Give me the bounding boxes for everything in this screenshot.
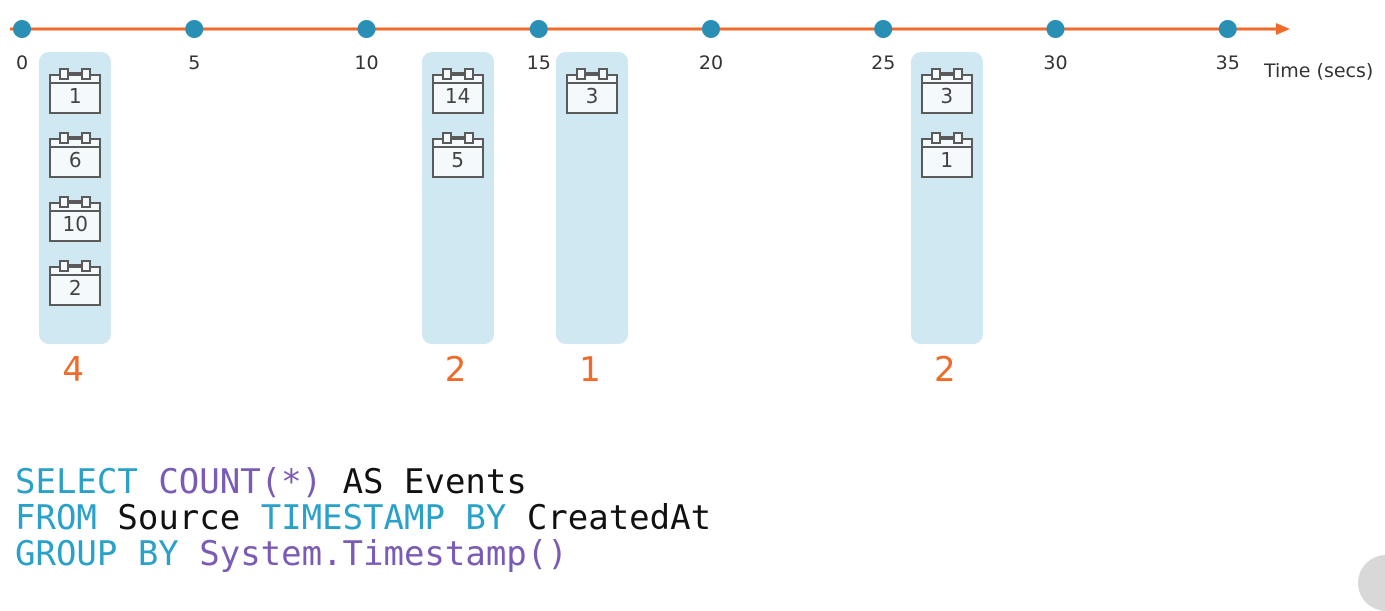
calendar-event-icon: 10 bbox=[49, 194, 102, 242]
timeline-dot-3 bbox=[529, 20, 548, 38]
tick-label-5: 25 bbox=[871, 52, 896, 74]
timeline-dot-7 bbox=[1218, 20, 1237, 38]
keyword-from: FROM bbox=[15, 498, 97, 538]
event-value: 6 bbox=[68, 148, 82, 172]
keyword-group-by: GROUP BY bbox=[15, 534, 179, 574]
keyword-as: AS bbox=[342, 462, 384, 502]
event-value: 3 bbox=[585, 84, 599, 108]
event-value: 14 bbox=[444, 84, 471, 108]
calendar-event-icon: 5 bbox=[431, 130, 484, 178]
axis-label: Time (secs) bbox=[1264, 60, 1374, 82]
calendar-event-icon: 3 bbox=[920, 66, 973, 114]
timeline-dot-0 bbox=[13, 20, 31, 38]
tick-label-2: 10 bbox=[354, 52, 379, 74]
event-value: 5 bbox=[451, 148, 464, 172]
event-window-1: 14 5 bbox=[421, 52, 494, 344]
tick-label-6: 30 bbox=[1043, 52, 1068, 74]
tick-label-1: 5 bbox=[188, 52, 201, 74]
identifier-source: Source bbox=[117, 498, 241, 538]
calendar-event-icon: 6 bbox=[49, 130, 102, 178]
tick-label-4: 20 bbox=[698, 52, 724, 74]
timeline-dot-2 bbox=[357, 20, 376, 38]
event-window-0: 1 6 10 2 bbox=[39, 52, 112, 344]
calendar-event-icon: 1 bbox=[49, 66, 102, 114]
keyword-select: SELECT bbox=[15, 462, 138, 502]
window-count-0: 4 bbox=[62, 350, 85, 390]
presenter-logo-icon bbox=[1358, 555, 1385, 611]
tick-label-0: 0 bbox=[15, 52, 29, 74]
calendar-event-icon: 3 bbox=[565, 66, 618, 114]
keyword-timestamp-by: TIMESTAMP BY bbox=[260, 498, 507, 538]
timeline-axis bbox=[10, 20, 1290, 38]
query-code: SELECT COUNT(*) AS Events FROM Source TI… bbox=[15, 464, 711, 572]
timeline-dot-6 bbox=[1046, 20, 1065, 38]
event-value: 1 bbox=[68, 84, 82, 108]
function-system-timestamp: System.Timestamp() bbox=[199, 534, 568, 574]
axis-arrow bbox=[1276, 23, 1290, 35]
tick-label-3: 15 bbox=[526, 52, 551, 74]
alias-events: Events bbox=[404, 462, 527, 502]
window-count-2: 1 bbox=[579, 350, 601, 390]
event-value: 3 bbox=[940, 84, 954, 108]
calendar-event-icon: 14 bbox=[431, 66, 484, 114]
function-count: COUNT(*) bbox=[158, 462, 323, 502]
timeline-dot-4 bbox=[702, 20, 720, 38]
timeline-dot-5 bbox=[874, 20, 893, 38]
tick-label-7: 35 bbox=[1215, 52, 1240, 74]
event-window-2: 3 bbox=[555, 52, 628, 344]
calendar-event-icon: 1 bbox=[920, 130, 973, 178]
calendar-event-icon: 2 bbox=[49, 258, 102, 306]
event-value: 2 bbox=[68, 276, 82, 300]
event-value: 1 bbox=[940, 148, 954, 172]
event-value: 10 bbox=[62, 212, 88, 236]
timeline-dot-1 bbox=[185, 20, 204, 38]
identifier-createdat: CreatedAt bbox=[526, 498, 712, 538]
window-count-3: 2 bbox=[933, 350, 956, 390]
window-count-1: 2 bbox=[444, 350, 467, 390]
